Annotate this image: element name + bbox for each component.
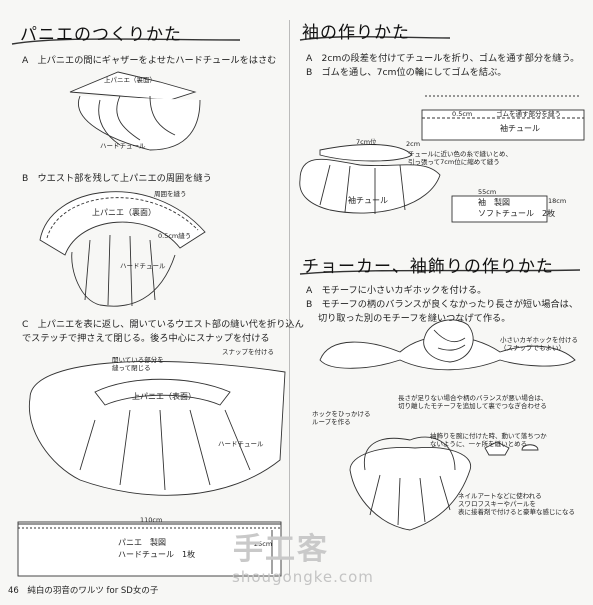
choker-hook-small-2: （スナップでもよい）	[500, 344, 565, 352]
choker-nail-2: スワロフスキーやパールを	[458, 500, 536, 508]
panier-step-c-line2: でステッチで押さえて閉じる。後ろ中心にスナップを付ける	[22, 333, 270, 344]
sleeve-2cm-label: 2cm	[406, 140, 421, 148]
sleeve-title: 袖の作りかた	[302, 23, 410, 43]
sleeve-tulle-label: 袖チュール	[500, 124, 540, 133]
choker-step-b-line2: 切り取った別のモチーフを縫いつなげて作る。	[318, 313, 511, 324]
column-divider	[289, 20, 290, 575]
sleeve-piece-label: 袖チュール	[348, 196, 388, 205]
c-upper-label: 上パニエ（表面）	[132, 392, 196, 401]
c-fold-label-2: 縫って閉じる	[112, 364, 151, 372]
pattern-line2: ハードチュール 1枚	[118, 550, 196, 559]
choker-step-a: A モチーフに小さいカギホックを付ける。	[306, 285, 487, 296]
sleeve-step-a: A 2cmの段差を付けてチュールを折り、ゴムを通す部分を縫う。	[306, 53, 580, 64]
sleeve-pattern-line1: 袖 製図	[478, 198, 510, 207]
sleeve-ring-label: 7cm位	[356, 138, 377, 146]
choker-step-b-line1: B モチーフの柄のバランスが良くなかったり長さが短い場合は、	[306, 299, 579, 310]
sleeve-pattern-height: 18cm	[548, 197, 567, 205]
choker-hook-small-1: 小さいカギホックを付ける	[500, 336, 578, 344]
sleeve-step-b: B ゴムを通し、7cm位の輪にしてゴムを結ぶ。	[306, 67, 507, 78]
c-hard-label: ハードチュール	[218, 440, 264, 448]
b-hard-label: ハードチュール	[120, 262, 166, 270]
pattern-width-label: 110cm	[140, 516, 163, 524]
sleeve-pattern-width: 55cm	[478, 188, 497, 196]
choker-cut-2: 切り離したモチーフを追加して裏でつなぎ合わせる	[398, 402, 547, 410]
a-upper-label: 上パニエ（裏面）	[104, 76, 156, 84]
sleeve-offset-label: 0.5cm	[452, 110, 473, 118]
sleeve-pattern-line2: ソフトチュール 2枚	[478, 209, 556, 218]
c-snap-label: スナップを付ける	[222, 348, 274, 356]
c-fold-label-1: 開いている部分を	[112, 356, 164, 364]
sleeve-gather-2: 引っ張って7cm位に縮めて縫う	[408, 158, 500, 166]
page-footer: 46 純白の羽音のワルツ for SD女の子	[8, 586, 159, 596]
choker-nail-3: 表に接着剤で付けると豪華な感じになる	[458, 508, 575, 516]
choker-hook-loop-1: ホックをひっかける	[312, 410, 371, 418]
panier-step-b: B ウエスト部を残して上パニエの周囲を縫う	[22, 173, 212, 184]
choker-hook-loop-2: ループを作る	[312, 418, 351, 426]
choker-cut-1: 長さが足りない場合や柄のバランスが悪い場合は、	[398, 394, 548, 402]
watermark-url: shougongke.com	[232, 568, 374, 586]
b-margin-label: 0.5cm縫う	[158, 232, 192, 240]
sleeve-top-label: ゴムを通す部分を縫う	[496, 110, 561, 118]
watermark-logo: 手工客	[233, 532, 329, 567]
choker-title: チョーカー、袖飾りの作りかた	[302, 257, 554, 277]
choker-sew-wrist-2: ないように、一ヶ所を縫いとめる	[430, 440, 528, 448]
panier-title: パニエのつくりかた	[20, 25, 182, 45]
panier-step-a: A 上パニエの間にギャザーをよせたハードチュールをはさむ	[22, 55, 277, 66]
a-hard-label: ハードチュール	[100, 142, 146, 150]
choker-nail-1: ネイルアートなどに使われる	[458, 492, 542, 500]
choker-sew-wrist-1: 袖飾りを腕に付けた時、動いて落ちつか	[430, 432, 547, 440]
b-upper-label: 上パニエ（裏面）	[92, 208, 156, 217]
panier-step-c-line1: C 上パニエを表に返し、開いているウエスト部の縫い代を折り込ん	[22, 319, 304, 330]
sleeve-gather-1: チュールに近い色の糸で縫いとめ、	[408, 150, 512, 158]
pattern-line1: パニエ 製図	[118, 538, 166, 547]
b-sew-label: 周囲を縫う	[154, 190, 187, 198]
pattern-height-label: 25cm	[254, 540, 273, 548]
